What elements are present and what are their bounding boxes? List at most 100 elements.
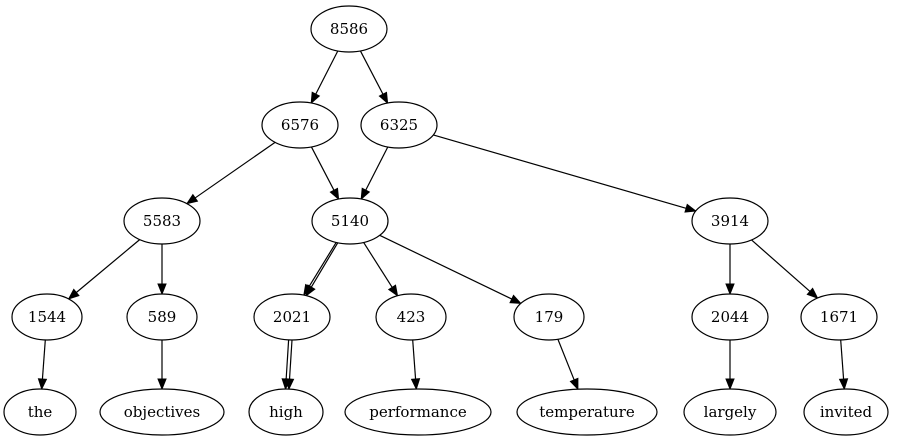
edges-layer <box>37 50 849 391</box>
node-label: 589 <box>148 308 177 326</box>
node-3914: 3914 <box>691 197 769 245</box>
edge-179-to-temperature <box>557 339 579 391</box>
node-6576: 6576 <box>261 101 339 149</box>
arrowhead-icon <box>329 187 340 201</box>
edge-8586-to-6325 <box>359 50 389 105</box>
node-423: 423 <box>375 293 447 341</box>
node-ellipse <box>3 388 77 436</box>
node-label: 2021 <box>273 308 311 326</box>
node-ellipse <box>803 388 889 436</box>
node-ellipse <box>691 197 769 245</box>
arrowhead-icon <box>37 378 48 391</box>
edge-line <box>363 242 393 288</box>
node-largely: largely <box>683 388 777 436</box>
node-objectives: objectives <box>99 388 225 436</box>
edge-5140-to-2021 <box>305 242 339 297</box>
edge-2021-to-high <box>284 339 295 391</box>
arrowhead-icon <box>569 377 579 391</box>
arrowhead-icon <box>67 288 80 300</box>
node-invited: invited <box>803 388 889 436</box>
node-ellipse <box>310 5 388 53</box>
arrowhead-icon <box>157 378 167 391</box>
node-label: temperature <box>539 403 635 421</box>
arrowhead-icon <box>838 378 849 391</box>
node-label: largely <box>704 403 757 421</box>
arrowhead-icon <box>157 283 167 296</box>
arrowhead-icon <box>185 193 199 205</box>
node-label: the <box>28 403 53 421</box>
node-temperature: temperature <box>516 388 658 436</box>
edge-line <box>285 339 290 380</box>
node-label: objectives <box>124 403 200 421</box>
node-high: high <box>248 388 324 436</box>
edge-2044-to-largely <box>725 340 735 391</box>
edge-8586-to-6576 <box>310 50 339 105</box>
edge-5583-to-589 <box>157 244 167 296</box>
edge-line <box>365 146 389 191</box>
edge-line <box>75 239 141 293</box>
node-label: 2044 <box>711 308 749 326</box>
edge-1544-to-the <box>37 339 48 391</box>
edge-5583-to-1544 <box>67 239 141 300</box>
node-label: 1544 <box>28 308 66 326</box>
edge-line <box>751 239 811 292</box>
node-ellipse <box>375 293 447 341</box>
node-label: 6325 <box>380 116 418 134</box>
edge-line <box>41 339 46 380</box>
edge-1671-to-invited <box>838 339 849 391</box>
arrowhead-icon <box>725 378 735 391</box>
edge-5140-to-423 <box>363 242 399 297</box>
node-the: the <box>3 388 77 436</box>
node-ellipse <box>344 388 492 436</box>
edge-line <box>359 50 384 95</box>
node-ellipse <box>516 388 658 436</box>
edge-line <box>308 242 337 287</box>
node-ellipse <box>248 388 324 436</box>
node-label: invited <box>820 403 873 421</box>
node-2044: 2044 <box>691 293 769 341</box>
node-label: performance <box>369 403 467 421</box>
arrowhead-icon <box>509 294 522 304</box>
edge-line <box>310 242 339 288</box>
edge-line <box>379 234 513 300</box>
node-ellipse <box>513 293 585 341</box>
node-label: 1671 <box>820 308 858 326</box>
edge-line <box>194 141 276 199</box>
node-label: 5583 <box>143 212 181 230</box>
node-label: 5140 <box>331 212 369 230</box>
node-ellipse <box>261 101 339 149</box>
node-179: 179 <box>513 293 585 341</box>
node-5583: 5583 <box>123 197 201 245</box>
node-ellipse <box>683 388 777 436</box>
edge-6576-to-5140 <box>310 146 340 201</box>
node-label: high <box>269 403 303 421</box>
node-label: 8586 <box>330 20 368 38</box>
edge-6576-to-5583 <box>185 141 276 205</box>
node-ellipse <box>99 388 225 436</box>
node-ellipse <box>123 197 201 245</box>
node-label: 6576 <box>281 116 319 134</box>
arrowhead-icon <box>284 378 295 391</box>
node-label: 423 <box>397 308 426 326</box>
edge-line <box>433 134 687 209</box>
edge-3914-to-2044 <box>725 244 735 296</box>
node-ellipse <box>253 293 331 341</box>
edge-line <box>557 339 575 381</box>
node-589: 589 <box>126 293 198 341</box>
edge-line <box>310 146 335 191</box>
edge-line <box>412 339 417 380</box>
edge-589-to-objectives <box>157 340 167 391</box>
edge-6325-to-5140 <box>360 146 389 201</box>
node-1544: 1544 <box>11 293 83 341</box>
arrowhead-icon <box>725 283 735 296</box>
arrowhead-icon <box>387 284 399 297</box>
node-ellipse <box>360 101 438 149</box>
node-label: 179 <box>535 308 564 326</box>
edge-423-to-performance <box>410 339 421 391</box>
node-ellipse <box>126 293 198 341</box>
node-ellipse <box>311 197 389 245</box>
node-performance: performance <box>344 388 492 436</box>
arrowhead-icon <box>378 91 389 105</box>
node-ellipse <box>800 293 878 341</box>
arrowhead-icon <box>410 378 421 391</box>
